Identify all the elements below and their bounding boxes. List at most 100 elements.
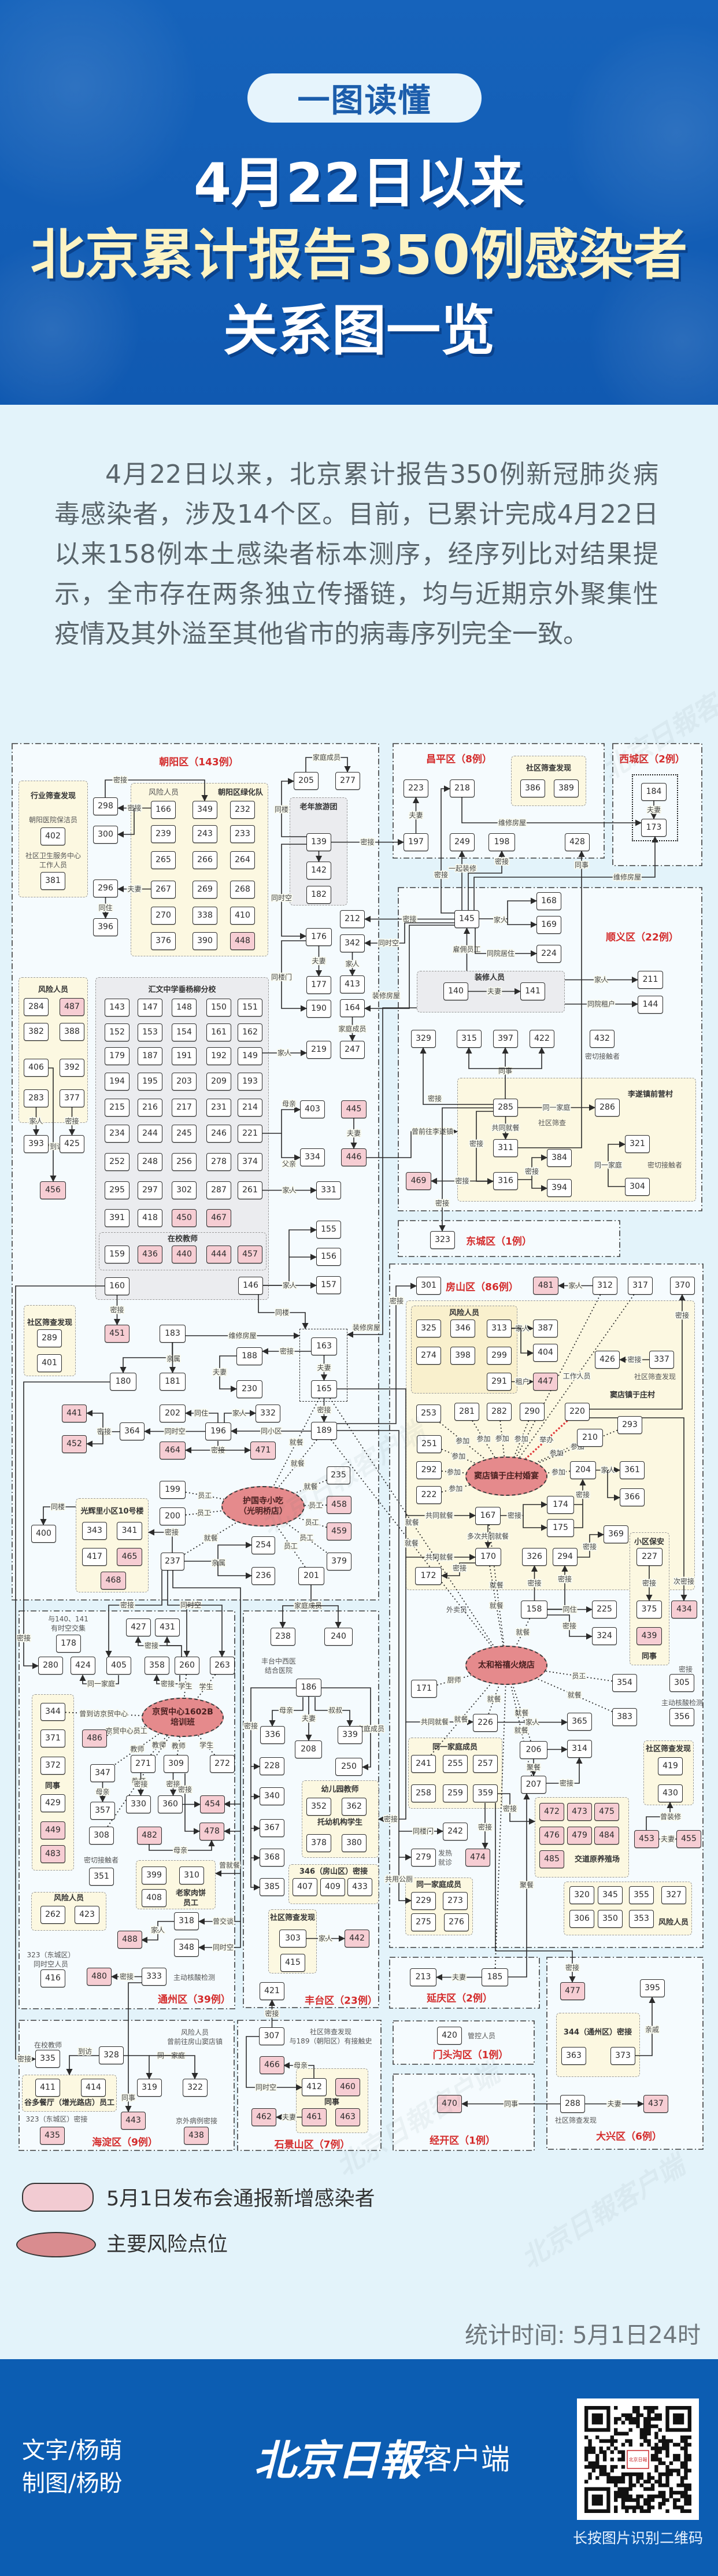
- credit-text: 文字/杨萌: [22, 2437, 123, 2464]
- relationship-label: 家人: [319, 1934, 332, 1943]
- relationship-label: 参加: [449, 1484, 462, 1492]
- case-node: 189: [311, 1422, 337, 1440]
- annotation-line: 密切接触者: [647, 1161, 683, 1169]
- relationship-label: 就餐: [454, 1714, 468, 1723]
- relationship-line: [505, 1047, 545, 1069]
- relationship-label: 维修房屋: [498, 818, 526, 827]
- annotation-line: 323（东城区）: [27, 1951, 75, 1959]
- relationship-line: [547, 1565, 568, 1610]
- group-label: 光辉里小区10号楼: [80, 1507, 144, 1516]
- case-node: 396: [93, 918, 118, 936]
- case-node: 243: [193, 825, 217, 843]
- relationship-label: 员工: [197, 1509, 211, 1517]
- annotation-416: 323（东城区）同时空人员: [27, 1950, 75, 1969]
- relationship-line: [646, 1801, 673, 1830]
- group-label: 李遂镇前营村: [627, 1090, 673, 1099]
- annotation-337: 社区筛查发现: [634, 1372, 676, 1381]
- qr-code[interactable]: 北京日報: [577, 2398, 699, 2520]
- relationship-label: 密接: [495, 857, 509, 866]
- case-node: 432: [590, 1030, 615, 1048]
- relationship-label: 密接: [434, 870, 448, 879]
- case-node: 309: [164, 1755, 188, 1773]
- case-node: 265: [151, 851, 176, 869]
- case-node: 179: [105, 1047, 129, 1065]
- district-box-mentougou: [393, 2020, 535, 2065]
- relationship-label: 母亲: [95, 1788, 109, 1796]
- relationship-line: [507, 919, 538, 928]
- new-case-node: 473: [567, 1803, 592, 1821]
- group-label: 风险人员: [658, 1918, 689, 1927]
- relationship-line: [281, 844, 307, 940]
- relationship-label: 家庭成员: [294, 1601, 322, 1610]
- case-node: 161: [206, 1023, 231, 1041]
- relationship-label: 参加: [447, 1468, 461, 1476]
- case-node: 318: [174, 1912, 199, 1930]
- risk-link-line: [107, 1735, 171, 1827]
- relationship-label: 夫妻: [312, 957, 325, 965]
- case-node: 400: [31, 1525, 56, 1543]
- relationship-label: 租户: [515, 1377, 529, 1386]
- legend-risk-point-label: 主要风险点位: [106, 2233, 228, 2256]
- new-case-node: 462: [251, 2108, 276, 2126]
- relationship-line: [86, 1432, 103, 1447]
- new-case-node: 481: [533, 1277, 558, 1295]
- relationship-label: 维修房屋: [228, 1331, 256, 1340]
- relationship-line: [367, 1128, 458, 1158]
- case-node: 334: [300, 1148, 325, 1166]
- annotation-hd-risk: 风险人员曾前往房山窦店镇: [167, 2028, 223, 2046]
- case-node: 431: [155, 1618, 180, 1636]
- relationship-label: 同小区: [261, 1427, 282, 1435]
- relationship-label: 厨师: [447, 1676, 461, 1684]
- intro-paragraph: 4月22日以来，北京累计报告350例新冠肺炎病毒感染者，涉及14个区。目前，已累…: [54, 460, 658, 649]
- case-node: 333: [142, 1968, 166, 1986]
- annotation-line: 丰台中西医: [261, 1657, 297, 1665]
- case-node: 192: [206, 1047, 231, 1065]
- case-node: 250: [335, 1758, 362, 1776]
- group-label: 在校教师: [167, 1235, 198, 1244]
- relationship-label: 工作人员: [563, 1372, 591, 1380]
- relationship-label: 亲戚: [645, 2026, 659, 2034]
- case-node: 366: [620, 1488, 645, 1506]
- case-node: 144: [638, 996, 663, 1014]
- new-case-node: 451: [105, 1325, 129, 1343]
- relationship-label: 共同就餐: [491, 1123, 519, 1132]
- case-node: 406: [24, 1059, 49, 1077]
- case-node: 140: [443, 982, 468, 1000]
- new-case-node: 476: [539, 1827, 564, 1845]
- title-line-3: 关系图一览: [223, 300, 495, 363]
- annotation-line: 社区卫生服务中心: [25, 852, 82, 860]
- risk-link-line: [330, 1439, 493, 1647]
- relationship-label: 同时空: [271, 894, 292, 902]
- case-node: 267: [151, 881, 176, 899]
- relationship-line: [511, 1328, 534, 1357]
- new-case-node: 463: [335, 2108, 360, 2126]
- relationship-label: 密接: [244, 1721, 258, 1730]
- relationship-line: [608, 1141, 626, 1187]
- case-node: 225: [592, 1601, 617, 1618]
- relationship-label: 密接: [390, 1296, 404, 1305]
- relationship-line: [250, 1828, 261, 1861]
- case-node: 405: [106, 1657, 131, 1675]
- relationship-label: 家人: [515, 1324, 529, 1333]
- case-node: 149: [238, 1047, 262, 1065]
- group-label: 社区筛查发现: [269, 1913, 316, 1923]
- district-title-jingkai: 经开区（1例）: [430, 2135, 495, 2147]
- new-case-node: 450: [172, 1209, 197, 1227]
- relationship-label: 夫妻: [213, 1368, 227, 1376]
- case-node: 390: [193, 932, 217, 950]
- case-node: 214: [238, 1099, 262, 1117]
- relationship-label: 曾就餐: [219, 1861, 240, 1869]
- case-node: 328: [99, 2046, 124, 2064]
- case-node: 393: [24, 1135, 49, 1153]
- group-box-g-cy-pair-163: [299, 1329, 347, 1402]
- case-node: 403: [300, 1100, 325, 1118]
- relationship-label: 同住: [98, 904, 112, 912]
- relationship-label: 密接: [503, 1804, 517, 1813]
- risk-point-taihe: 太和裕禧火烧店: [465, 1646, 547, 1685]
- case-node: 327: [661, 1886, 686, 1904]
- group-box-g-cy-guanghui: [76, 1498, 149, 1592]
- case-node: 290: [520, 1403, 545, 1421]
- relationship-label: 密接: [558, 1575, 572, 1583]
- group-label: 346（房山区）密接: [299, 1867, 368, 1876]
